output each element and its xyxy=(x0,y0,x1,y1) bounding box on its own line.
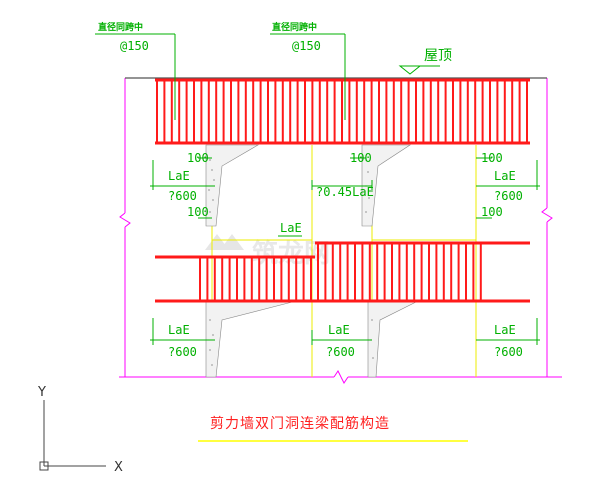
dim-100-a: 100 xyxy=(187,151,209,165)
longitudinal-bars xyxy=(155,78,530,303)
dim-100-e: 100 xyxy=(481,205,503,219)
y-axis-label: Y xyxy=(37,385,46,400)
dim-600-3: ?600 xyxy=(494,189,523,203)
wall-outline xyxy=(119,78,562,384)
dimension-labels: 直径同跨中 @150 直径同跨中 @150 屋顶 100 100 100 100… xyxy=(98,21,523,359)
x-axis-label: X xyxy=(114,460,123,475)
dim-600-7: ?600 xyxy=(494,345,523,359)
dim-100-d: 100 xyxy=(187,205,209,219)
dim-lae-1: LaE xyxy=(168,169,190,183)
upper-beam-stirrups xyxy=(156,80,528,143)
ucs-axis-icon xyxy=(39,400,106,471)
dim-100-b: 100 xyxy=(350,151,372,165)
note-leaders xyxy=(95,33,440,120)
dim-600-1: ?600 xyxy=(168,189,197,203)
note-right: 直径同跨中 xyxy=(272,21,317,33)
dim-lae-5: LaE xyxy=(168,323,190,337)
dim-lae-4: LaE xyxy=(280,221,302,235)
dim-lae-6: LaE xyxy=(328,323,350,337)
spacing-left: @150 xyxy=(120,39,149,53)
drawing-title: 剪力墙双门洞连梁配筋构造 xyxy=(210,415,390,432)
dim-lae-7: LaE xyxy=(494,323,516,337)
dim-100-c: 100 xyxy=(481,151,503,165)
opening-fills xyxy=(205,144,421,378)
roof-label: 屋顶 xyxy=(424,48,452,64)
dim-600-5: ?600 xyxy=(168,345,197,359)
dim-600-6: ?600 xyxy=(326,345,355,359)
note-left: 直径同跨中 xyxy=(98,21,143,33)
dim-045lae: ?0.45LaE xyxy=(316,185,374,199)
lower-beam-stirrups xyxy=(199,243,482,301)
spacing-right: @150 xyxy=(292,39,321,53)
dimension-lines xyxy=(150,157,540,345)
dim-lae-3: LaE xyxy=(494,169,516,183)
